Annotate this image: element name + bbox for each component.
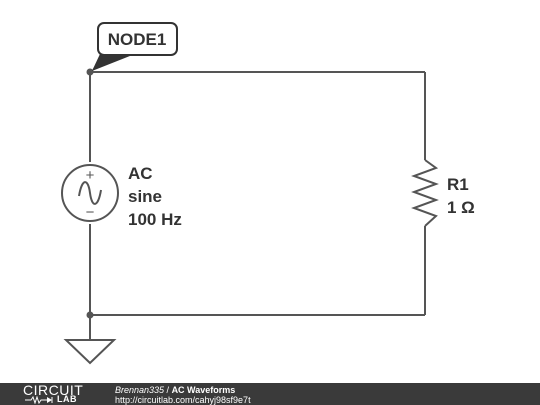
source-label-line-2: sine — [128, 187, 162, 206]
sine-wave-icon — [78, 181, 102, 205]
wires — [89, 71, 426, 340]
source-minus-sign: − — [86, 204, 95, 221]
meta-separator: / — [164, 385, 172, 395]
source-label-line-1: AC — [128, 164, 153, 183]
resistor-name: R1 — [447, 175, 469, 194]
node-label-flag: NODE1 — [92, 22, 178, 71]
circuit-url-link[interactable]: http://circuitlab.com/cahyj98sf9e7t — [115, 395, 251, 405]
junction-bottom — [86, 311, 94, 319]
circuit-meta: Brennan335 / AC Waveforms http://circuit… — [115, 385, 251, 405]
node-label-text: NODE1 — [108, 30, 167, 49]
source-label-line-3: 100 Hz — [128, 210, 182, 229]
circuit-squiggle-icon — [25, 396, 53, 404]
resistor-zigzag — [411, 159, 439, 227]
circuitlab-logo: CIRCUIT LAB — [23, 383, 84, 404]
author-link[interactable]: Brennan335 — [115, 385, 165, 395]
footer-bar: CIRCUIT LAB Brennan335 / AC Waveforms ht… — [0, 383, 540, 405]
junction-node1 — [86, 68, 94, 76]
circuit-title[interactable]: AC Waveforms — [171, 385, 236, 395]
circuit-schematic: NODE1 + − AC sine 100 Hz R1 1 Ω — [61, 22, 475, 365]
resistor-value: 1 Ω — [447, 198, 475, 217]
ground-icon — [63, 339, 117, 365]
source-plus-sign: + — [86, 167, 95, 184]
ac-voltage-source: + − — [61, 164, 119, 222]
